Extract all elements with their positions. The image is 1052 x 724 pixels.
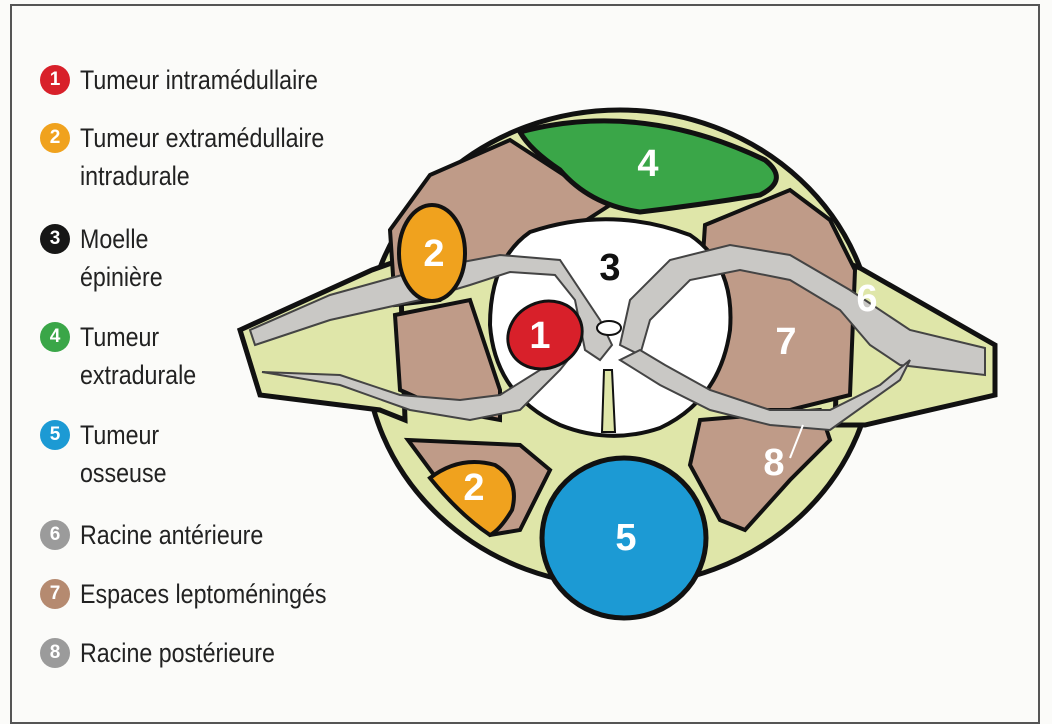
anterior-median-fissure <box>602 370 615 432</box>
diagram-label-3: 3 <box>599 247 620 289</box>
diagram-label-8: 8 <box>763 442 784 484</box>
diagram-label-7: 7 <box>775 321 796 363</box>
diagram-label-2-upper: 2 <box>423 233 444 275</box>
central-canal <box>597 321 621 335</box>
diagram-label-2-lower: 2 <box>463 467 484 509</box>
diagram-label-4: 4 <box>637 143 658 185</box>
diagram-label-1: 1 <box>529 315 550 357</box>
diagram-label-6: 6 <box>856 278 877 320</box>
diagram-label-5: 5 <box>615 517 636 559</box>
